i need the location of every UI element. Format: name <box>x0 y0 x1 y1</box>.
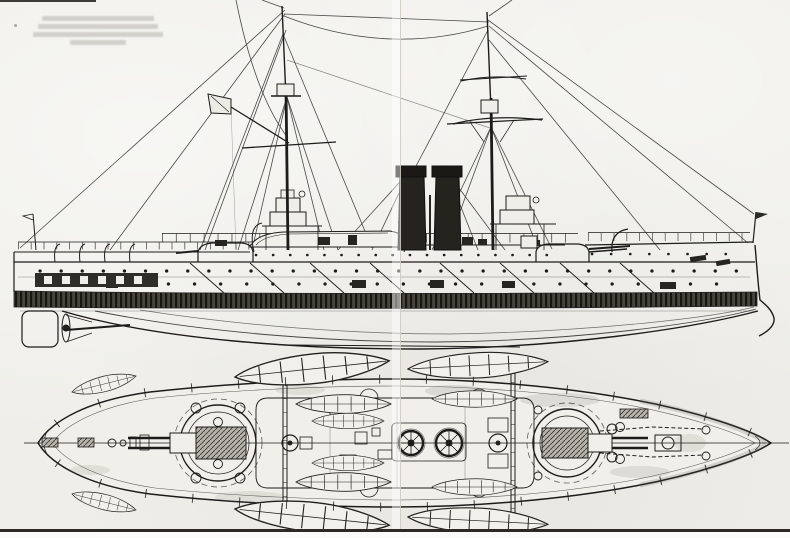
scan-bottom-margin <box>0 532 790 538</box>
stern-flag <box>21 213 34 221</box>
plan-masts <box>281 433 508 453</box>
searchlight <box>298 190 306 198</box>
scan-edge-mark <box>0 0 96 3</box>
windlass <box>654 434 682 452</box>
bow-jack-flag <box>756 212 768 219</box>
gaff <box>230 106 290 144</box>
fore-gunhouse <box>541 427 589 459</box>
funnel-casing <box>391 422 467 462</box>
scan-bottom-edge <box>0 529 790 533</box>
searchlight <box>532 196 540 204</box>
mainmast-plan <box>281 434 299 452</box>
foredeck-anchor-gear <box>599 408 711 463</box>
rigging <box>19 0 755 251</box>
aft-gun-barrel <box>175 250 199 254</box>
deck-plan-view <box>24 345 789 538</box>
funnel-2 <box>433 175 462 251</box>
fore-turret-plan <box>526 402 648 484</box>
side-elevation-view <box>13 0 775 350</box>
fore-upper-yard <box>459 75 528 81</box>
caption-line <box>70 40 126 45</box>
ships-boat <box>69 486 139 518</box>
foremast-plan <box>488 433 508 453</box>
net-booms <box>189 262 655 294</box>
fore-bridge <box>490 195 556 250</box>
forecastle-gear <box>588 211 768 267</box>
boat-davit <box>251 222 263 253</box>
anchor-chain <box>599 452 705 458</box>
main-yard <box>241 141 337 149</box>
fighting-top <box>480 99 499 114</box>
conning-tower <box>520 235 538 249</box>
anchor-crane <box>611 228 629 253</box>
stern-flagstaff <box>32 213 37 251</box>
funnel-2-cap <box>431 165 463 178</box>
fore-gun-barrel <box>588 245 631 250</box>
aft-gunhouse <box>195 426 247 460</box>
rudder <box>21 310 59 348</box>
plan-funnels <box>396 427 465 459</box>
mainmast <box>207 5 337 251</box>
anchors <box>689 254 731 267</box>
fore-turret-side <box>535 243 590 262</box>
underwater-hull <box>20 306 759 350</box>
funnel-1 <box>397 175 427 251</box>
aft-deck-fittings <box>41 434 150 451</box>
skylight <box>619 408 649 419</box>
caption-line <box>42 16 154 21</box>
ships-boat <box>69 368 139 400</box>
foremast <box>446 11 544 251</box>
superstructure-side <box>162 221 578 253</box>
stern-structures <box>18 213 255 287</box>
caption-line <box>38 24 158 29</box>
caption-line <box>33 32 163 37</box>
capstan <box>606 451 618 463</box>
fighting-top <box>276 83 295 97</box>
armor-belt <box>13 290 758 309</box>
capstan <box>606 423 618 435</box>
fore-yard <box>446 118 544 125</box>
stern-gear <box>21 310 131 348</box>
skylight <box>41 437 59 448</box>
lower-crosstree <box>452 117 543 125</box>
funnel-1-cap <box>395 165 427 178</box>
jackstaff <box>752 211 757 244</box>
anchor-chain <box>599 426 705 432</box>
aft-turret-plan <box>128 398 263 488</box>
caption-dot <box>14 24 17 27</box>
photo-caption-illegible <box>28 13 168 48</box>
ships-boat <box>406 348 550 383</box>
skylight <box>77 437 95 448</box>
ram-bow <box>754 244 775 337</box>
page-fold-artifact <box>392 0 401 538</box>
stern-davits <box>54 243 136 263</box>
funnels <box>395 165 463 251</box>
